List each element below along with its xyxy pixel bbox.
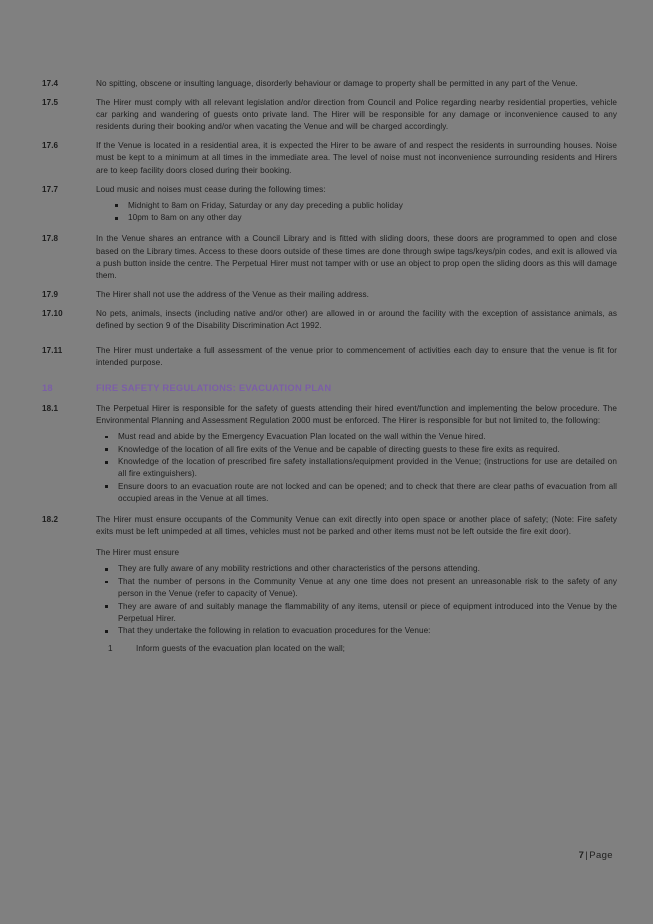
section-number: 18 — [42, 382, 53, 394]
clause-17-6: 17.6 If the Venue is located in a reside… — [42, 140, 617, 176]
clause-number: 17.5 — [42, 98, 59, 108]
clause-17-7-bullet-list: Midnight to 8am on Friday, Saturday or a… — [106, 200, 617, 225]
clause-17-4: 17.4 No spitting, obscene or insulting l… — [42, 78, 617, 90]
clause-18-2-bullet-list: They are fully aware of any mobility res… — [96, 563, 617, 637]
clause-18-2: 18.2 The Hirer must ensure occupants of … — [42, 514, 617, 656]
clause-text: The Perpetual Hirer is responsible for t… — [96, 403, 617, 509]
clause-17-9: 17.9 The Hirer shall not use the address… — [42, 289, 617, 301]
clause-17-10: 17.10 No pets, animals, insects (includi… — [42, 308, 617, 332]
clause-text: The Hirer must undertake a full assessme… — [96, 345, 617, 369]
list-item: Knowledge of the location of prescribed … — [96, 456, 617, 480]
clause-number: 17.10 — [42, 308, 63, 318]
clause-text: No spitting, obscene or insulting langua… — [96, 78, 617, 90]
clause-paragraph: The Hirer must undertake a full assessme… — [96, 346, 617, 368]
clause-paragraph-secondary: The Hirer must ensure — [96, 548, 180, 558]
footer-page-number: 7 — [578, 850, 585, 861]
clause-18-2-numbered-list: 1 Inform guests of the evacuation plan l… — [96, 643, 617, 655]
clause-paragraph: The Perpetual Hirer is responsible for t… — [96, 403, 617, 425]
list-item-label: Inform guests of the evacuation plan loc… — [136, 644, 346, 654]
clause-18-1-bullet-list: Must read and abide by the Emergency Eva… — [96, 431, 617, 505]
clause-text: The Hirer must ensure occupants of the C… — [96, 514, 617, 656]
clause-text: Loud music and noises must cease during … — [96, 184, 617, 229]
list-item: Must read and abide by the Emergency Eva… — [96, 431, 617, 443]
list-item: That the number of persons in the Commun… — [96, 576, 617, 600]
clause-text: In the Venue shares an entrance with a C… — [96, 233, 617, 281]
clause-17-7: 17.7 Loud music and noises must cease du… — [42, 184, 617, 229]
list-item: That they undertake the following in rel… — [96, 625, 617, 637]
clause-paragraph: The Hirer shall not use the address of t… — [96, 289, 369, 299]
list-item-number: 1 — [108, 644, 113, 654]
clause-number: 17.8 — [42, 234, 59, 244]
list-item: 10pm to 8am on any other day — [106, 212, 617, 224]
clause-number: 17.7 — [42, 184, 59, 194]
clause-text: The Hirer must comply with all relevant … — [96, 97, 617, 133]
list-item: 1 Inform guests of the evacuation plan l… — [96, 643, 617, 655]
clause-number: 17.6 — [42, 141, 59, 151]
clause-paragraph: Loud music and noises must cease during … — [96, 184, 326, 194]
clause-number: 17.11 — [42, 346, 63, 356]
section-title: FIRE SAFETY REGULATIONS: EVACUATION PLAN — [96, 382, 332, 394]
clause-text: If the Venue is located in a residential… — [96, 140, 617, 176]
list-item: They are fully aware of any mobility res… — [96, 563, 617, 575]
list-item: They are aware of and suitably manage th… — [96, 601, 617, 625]
clause-number: 18.1 — [42, 403, 59, 413]
list-item: Ensure doors to an evacuation route are … — [96, 481, 617, 505]
clause-paragraph: If the Venue is located in a residential… — [96, 141, 617, 175]
clause-number: 17.4 — [42, 79, 59, 88]
footer-page-label: Page — [589, 850, 613, 861]
clause-17-5: 17.5 The Hirer must comply with all rele… — [42, 97, 617, 133]
list-item: Knowledge of the location of all fire ex… — [96, 444, 617, 456]
clause-18-1: 18.1 The Perpetual Hirer is responsible … — [42, 403, 617, 509]
clause-paragraph: The Hirer must comply with all relevant … — [96, 98, 617, 132]
clause-text: The Hirer shall not use the address of t… — [96, 289, 617, 301]
clause-number: 18.2 — [42, 515, 59, 525]
clause-number: 17.9 — [42, 289, 59, 299]
page-footer: 7|Page — [579, 850, 613, 861]
clause-text: No pets, animals, insects (including nat… — [96, 308, 617, 332]
clause-17-11: 17.11 The Hirer must undertake a full as… — [42, 345, 617, 369]
clause-17-8: 17.8 In the Venue shares an entrance wit… — [42, 233, 617, 281]
clause-paragraph: No pets, animals, insects (including nat… — [96, 308, 617, 330]
clause-paragraph: No spitting, obscene or insulting langua… — [96, 79, 578, 88]
footer-separator: | — [585, 850, 589, 861]
section-heading-18: 18 FIRE SAFETY REGULATIONS: EVACUATION P… — [42, 382, 617, 395]
clause-paragraph: In the Venue shares an entrance with a C… — [96, 234, 617, 280]
clause-paragraph: The Hirer must ensure occupants of the C… — [96, 515, 617, 537]
list-item: Midnight to 8am on Friday, Saturday or a… — [106, 200, 617, 212]
